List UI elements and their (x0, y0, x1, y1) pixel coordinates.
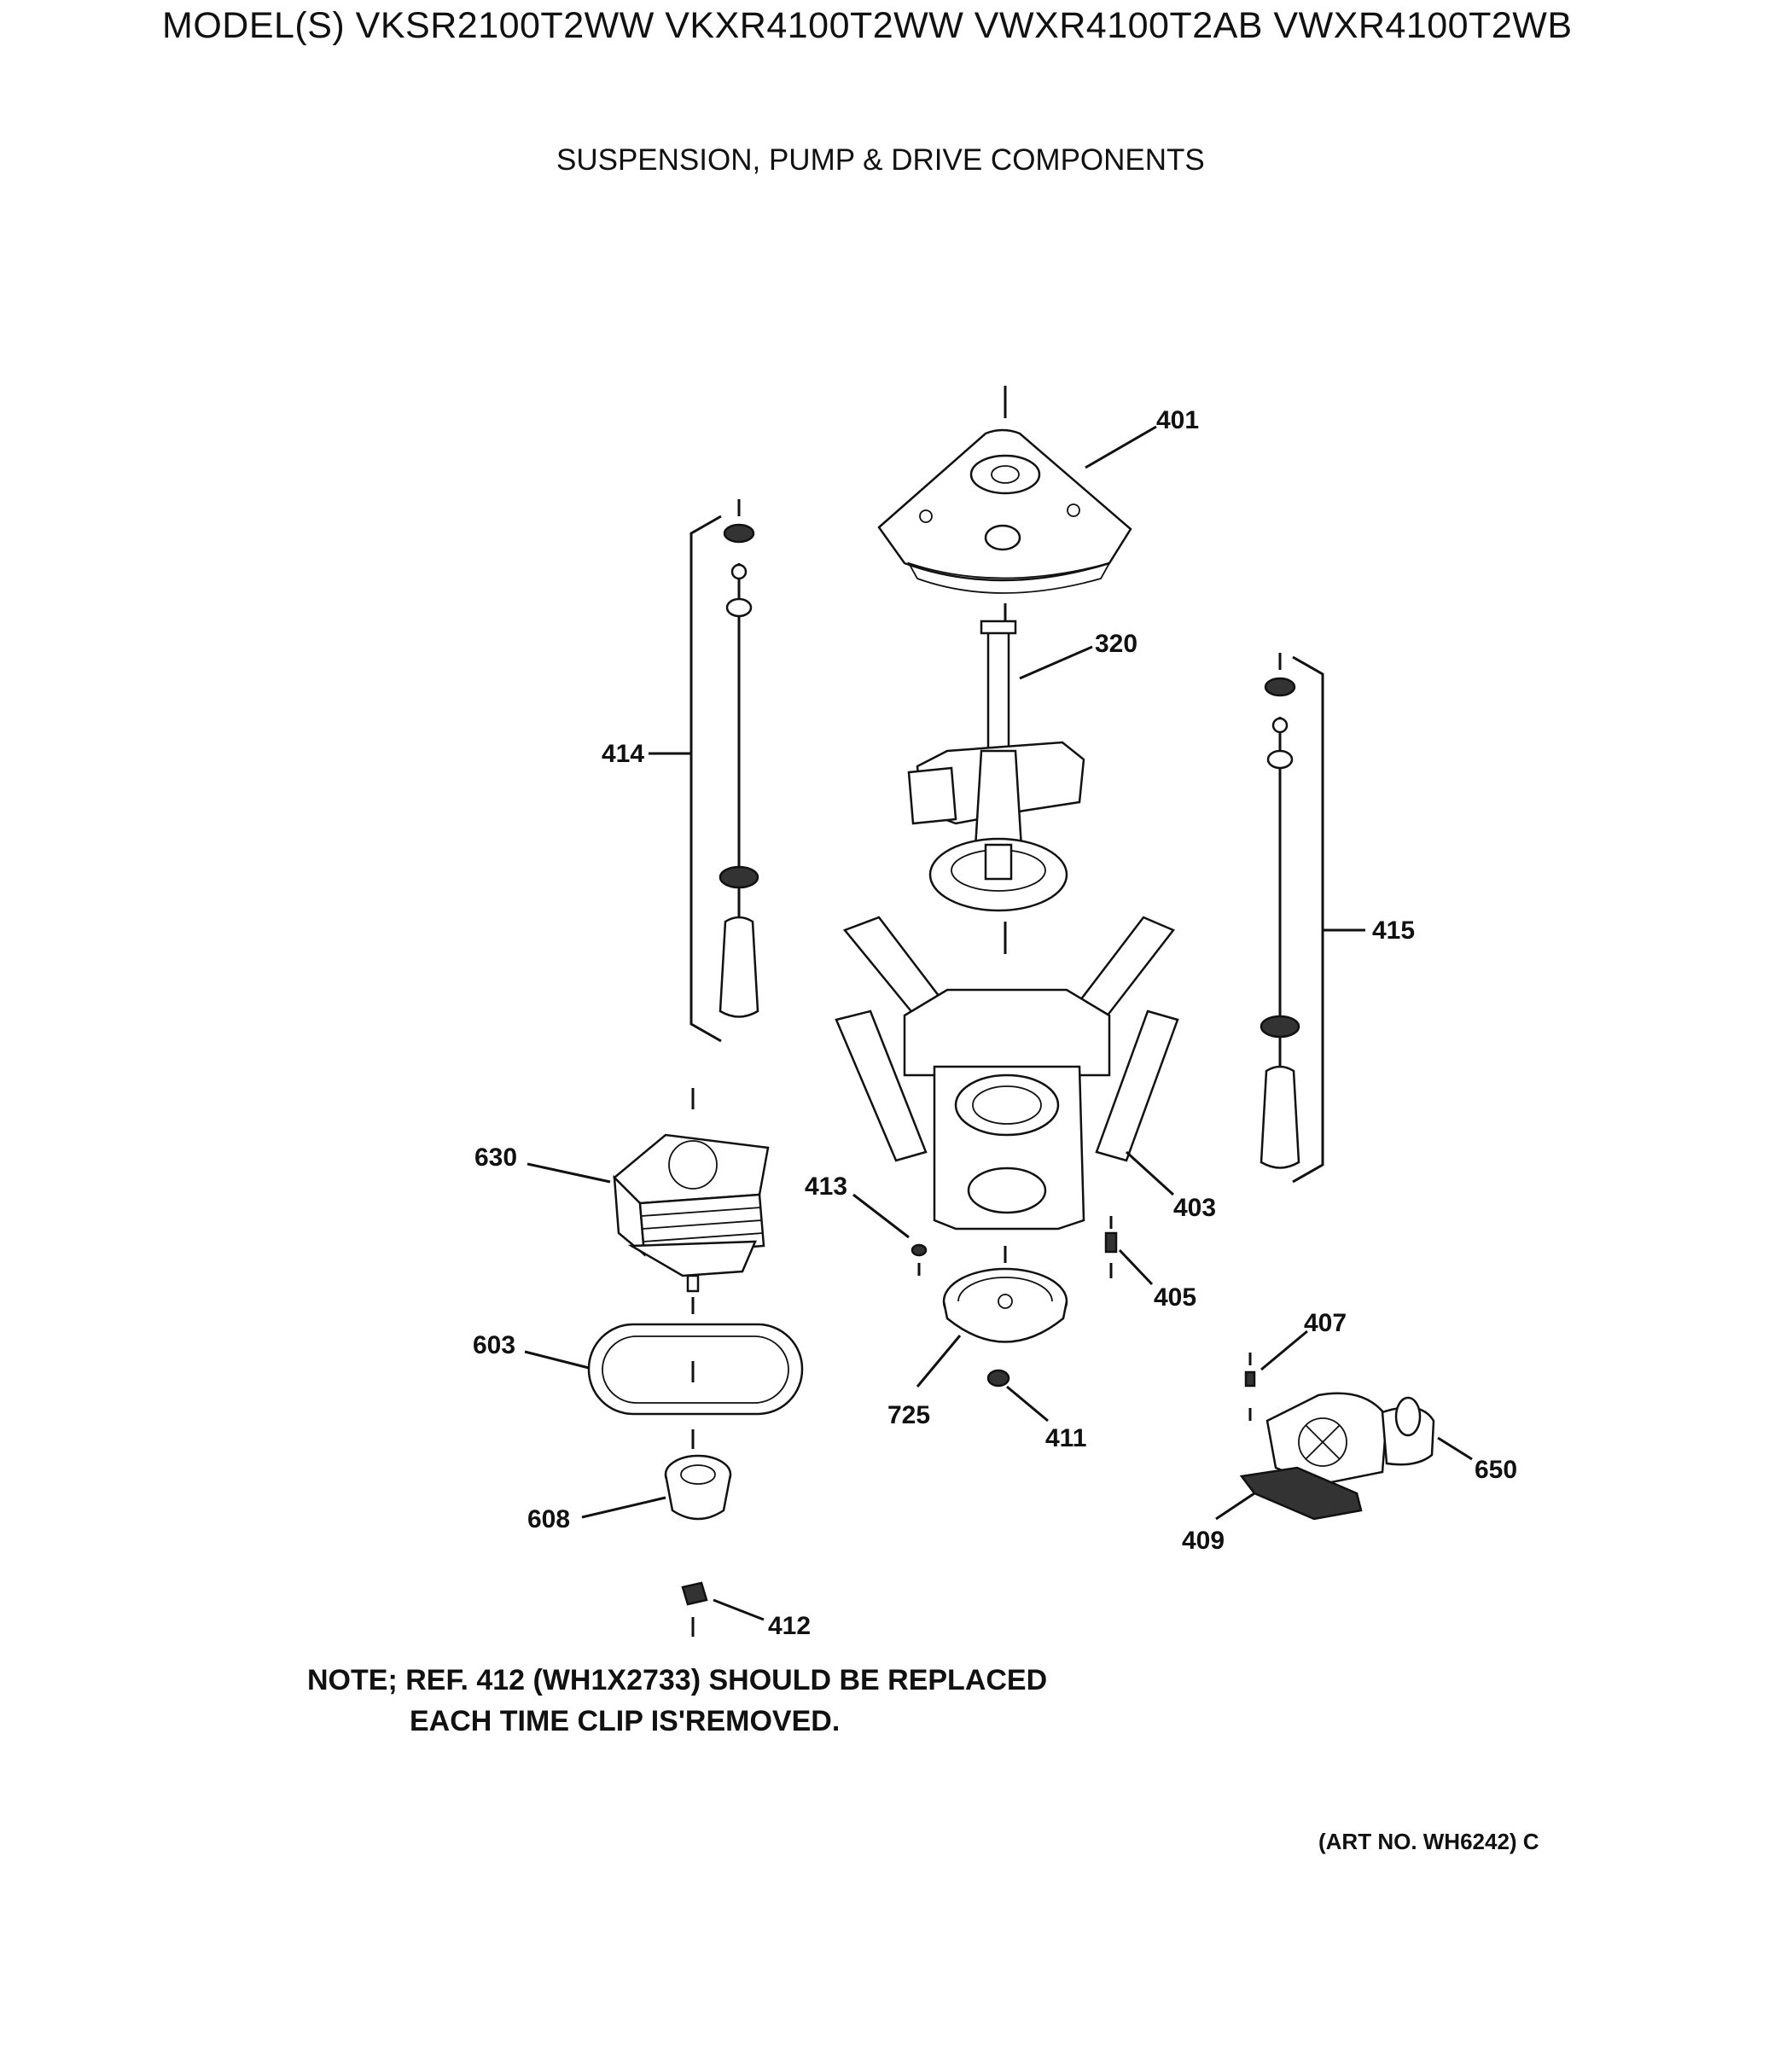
section-title: SUSPENSION, PUMP & DRIVE COMPONENTS (556, 143, 1205, 177)
leader-405 (1118, 1248, 1154, 1286)
leader-320 (1019, 645, 1093, 680)
callout-407: 407 (1304, 1309, 1347, 1337)
model-list-title: MODEL(S) VKSR2100T2WW VKXR4100T2WW VWXR4… (162, 5, 1573, 46)
callout-725: 725 (887, 1401, 930, 1429)
callout-405: 405 (1154, 1283, 1196, 1312)
art-number: (ART NO. WH6242) C (1318, 1829, 1539, 1854)
part-630-motor (613, 1088, 770, 1293)
leader-403 (1125, 1150, 1175, 1196)
leader-409 (1215, 1492, 1255, 1521)
leader-413 (852, 1193, 910, 1239)
note-line-1: NOTE; REF. 412 (WH1X2733) SHOULD BE REPL… (307, 1664, 1048, 1696)
part-403-mounting-bracket (835, 916, 1179, 1263)
callout-411: 411 (1045, 1424, 1086, 1452)
callout-414: 414 (602, 740, 644, 768)
callout-415: 415 (1372, 916, 1415, 945)
note-line-2: EACH TIME CLIP IS'REMOVED. (410, 1705, 841, 1737)
part-415-suspension-rod-right (1260, 653, 1324, 1184)
callout-650: 650 (1475, 1456, 1517, 1484)
callout-412: 412 (768, 1612, 811, 1640)
callout-630: 630 (474, 1143, 517, 1172)
leader-407 (1260, 1329, 1308, 1371)
part-411-nut (986, 1369, 1010, 1388)
callout-401: 401 (1156, 406, 1199, 434)
part-608-motor-pulley (664, 1454, 732, 1521)
leader-412 (713, 1598, 765, 1621)
part-405-screw (1104, 1216, 1118, 1278)
leader-650 (1437, 1436, 1473, 1461)
callout-403: 403 (1173, 1194, 1216, 1222)
callout-320: 320 (1095, 630, 1137, 658)
leader-608 (581, 1496, 666, 1519)
leader-603 (524, 1350, 590, 1370)
callout-608: 608 (527, 1505, 570, 1533)
part-320-transmission (907, 620, 1085, 954)
callout-413: 413 (805, 1172, 847, 1201)
callout-603: 603 (473, 1331, 515, 1359)
leader-725 (916, 1335, 962, 1388)
part-401-cover (877, 386, 1132, 627)
part-650-pump (1265, 1392, 1435, 1487)
part-414-suspension-rod-left (689, 499, 759, 1043)
part-603-drive-belt (587, 1297, 804, 1449)
leader-401 (1085, 425, 1157, 469)
part-412-clip (681, 1581, 708, 1637)
part-407-screw (1244, 1353, 1256, 1421)
part-413-nut (911, 1243, 928, 1276)
part-725-pulley (942, 1267, 1068, 1343)
leader-411 (1006, 1385, 1049, 1423)
leader-630 (527, 1162, 611, 1184)
callout-409: 409 (1182, 1527, 1225, 1555)
replacement-note: NOTE; REF. 412 (WH1X2733) SHOULD BE REPL… (307, 1660, 1047, 1742)
